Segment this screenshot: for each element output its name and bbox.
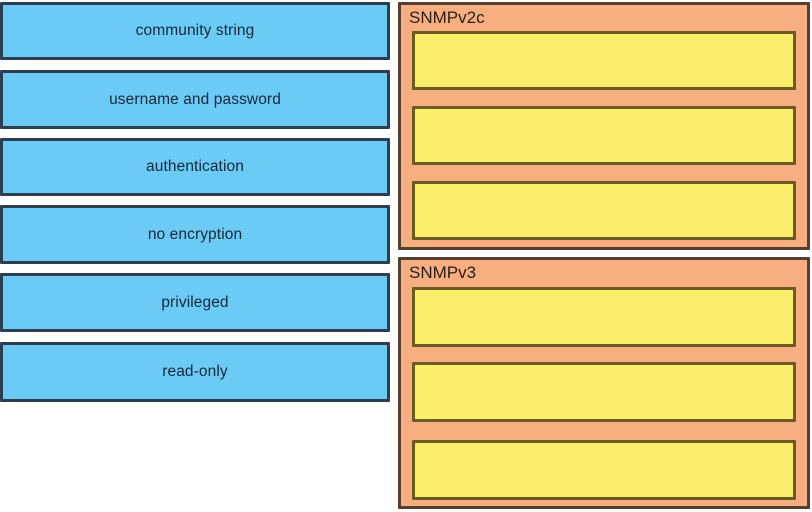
drag-tile-no-encryption[interactable]: no encryption <box>0 205 390 264</box>
drop-slot-value <box>415 184 793 237</box>
drop-panel-snmpv3: SNMPv3 <box>398 257 810 509</box>
drag-tile-label: username and password <box>109 90 281 108</box>
drag-tile-read-only[interactable]: read-only <box>0 342 390 402</box>
drag-tile-authentication[interactable]: authentication <box>0 138 390 196</box>
drag-tile-label: read-only <box>162 363 228 381</box>
drop-panel-title: SNMPv2c <box>409 8 485 27</box>
drag-tile-privileged[interactable]: privileged <box>0 273 390 332</box>
drop-slot[interactable] <box>412 181 796 240</box>
drag-tile-label: community string <box>135 22 255 40</box>
drop-slot-value <box>415 443 793 497</box>
drop-slot[interactable] <box>412 287 796 347</box>
drop-slot[interactable] <box>412 362 796 422</box>
drag-tile-username-and-password[interactable]: username and password <box>0 70 390 129</box>
drag-tile-label: no encryption <box>147 225 243 243</box>
drop-slot[interactable] <box>412 440 796 500</box>
drag-tile-label: authentication <box>146 158 244 176</box>
drop-panel-title: SNMPv3 <box>409 263 477 282</box>
drag-tile-community-string[interactable]: community string <box>0 2 390 60</box>
drop-slot-value <box>415 109 793 162</box>
drop-slot-value <box>415 365 793 419</box>
drag-tile-label: privileged <box>161 293 229 311</box>
drop-slot-value <box>415 34 793 87</box>
drop-slot-value <box>415 290 793 344</box>
answer-choice-column: community string username and password a… <box>0 0 392 404</box>
drop-slot[interactable] <box>412 106 796 165</box>
drop-panel-snmpv2c: SNMPv2c <box>398 2 810 250</box>
drop-slot[interactable] <box>412 31 796 90</box>
